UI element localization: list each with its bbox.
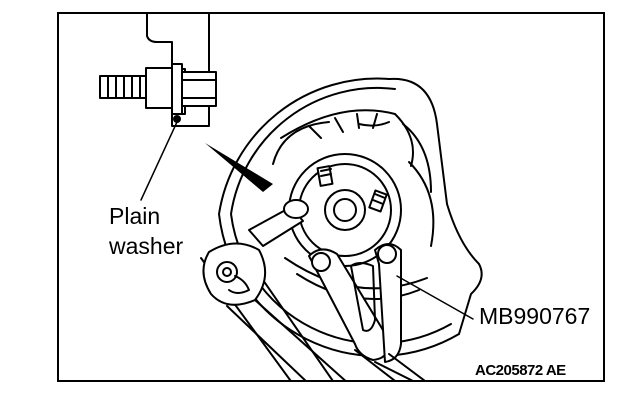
figure-id-label: AC205872 AE [475,362,566,379]
figure-frame: Plain washer MB990767 AC205872 AE [57,12,605,382]
bolt-inset [99,14,217,201]
tool-code-label: MB990767 [479,303,591,329]
plain-washer-label: Plain [109,203,161,229]
special-tool [308,243,474,380]
hub-assembly [288,153,402,267]
ratchet-wrench [200,199,347,380]
plain-washer-label-line2: washer [109,233,184,259]
brake-illustration [99,14,483,380]
direction-arrow [205,143,273,192]
